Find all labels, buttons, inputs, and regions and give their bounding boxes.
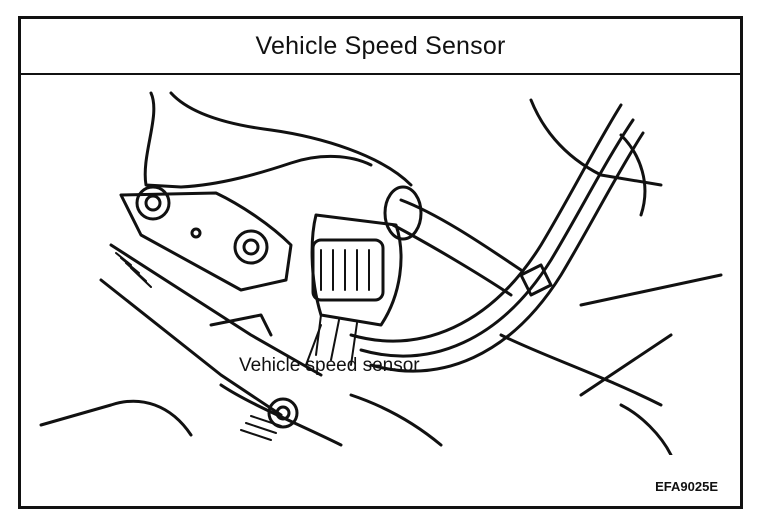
- harness-1: [349, 103, 623, 343]
- shaft-lower-edge: [99, 278, 283, 417]
- nut: [267, 397, 299, 429]
- harness-3: [369, 131, 645, 373]
- figure-title: Vehicle Speed Sensor: [255, 31, 506, 60]
- callout-leader: [305, 324, 322, 366]
- title-bar: Vehicle Speed Sensor: [21, 19, 740, 75]
- sensor-body: [310, 213, 403, 327]
- harness-2: [359, 118, 635, 358]
- sensor-connector: [311, 238, 385, 302]
- bracket-plate: [119, 191, 293, 292]
- housing-top-curve: [169, 91, 413, 187]
- housing-outline: [143, 91, 373, 189]
- shaft-upper-edge: [109, 243, 323, 377]
- hose-bottom: [391, 223, 513, 297]
- sensor-callout-label: Vehicle speed sensor: [239, 355, 420, 376]
- bolt-left: [135, 185, 171, 221]
- clip: [519, 263, 553, 297]
- figure-code: EFA9025E: [655, 479, 718, 494]
- hose-top: [399, 198, 523, 272]
- engine-line-drawing: [39, 91, 723, 455]
- bolt-right: [233, 229, 269, 265]
- figure-frame: Vehicle Speed Sensor: [18, 16, 743, 509]
